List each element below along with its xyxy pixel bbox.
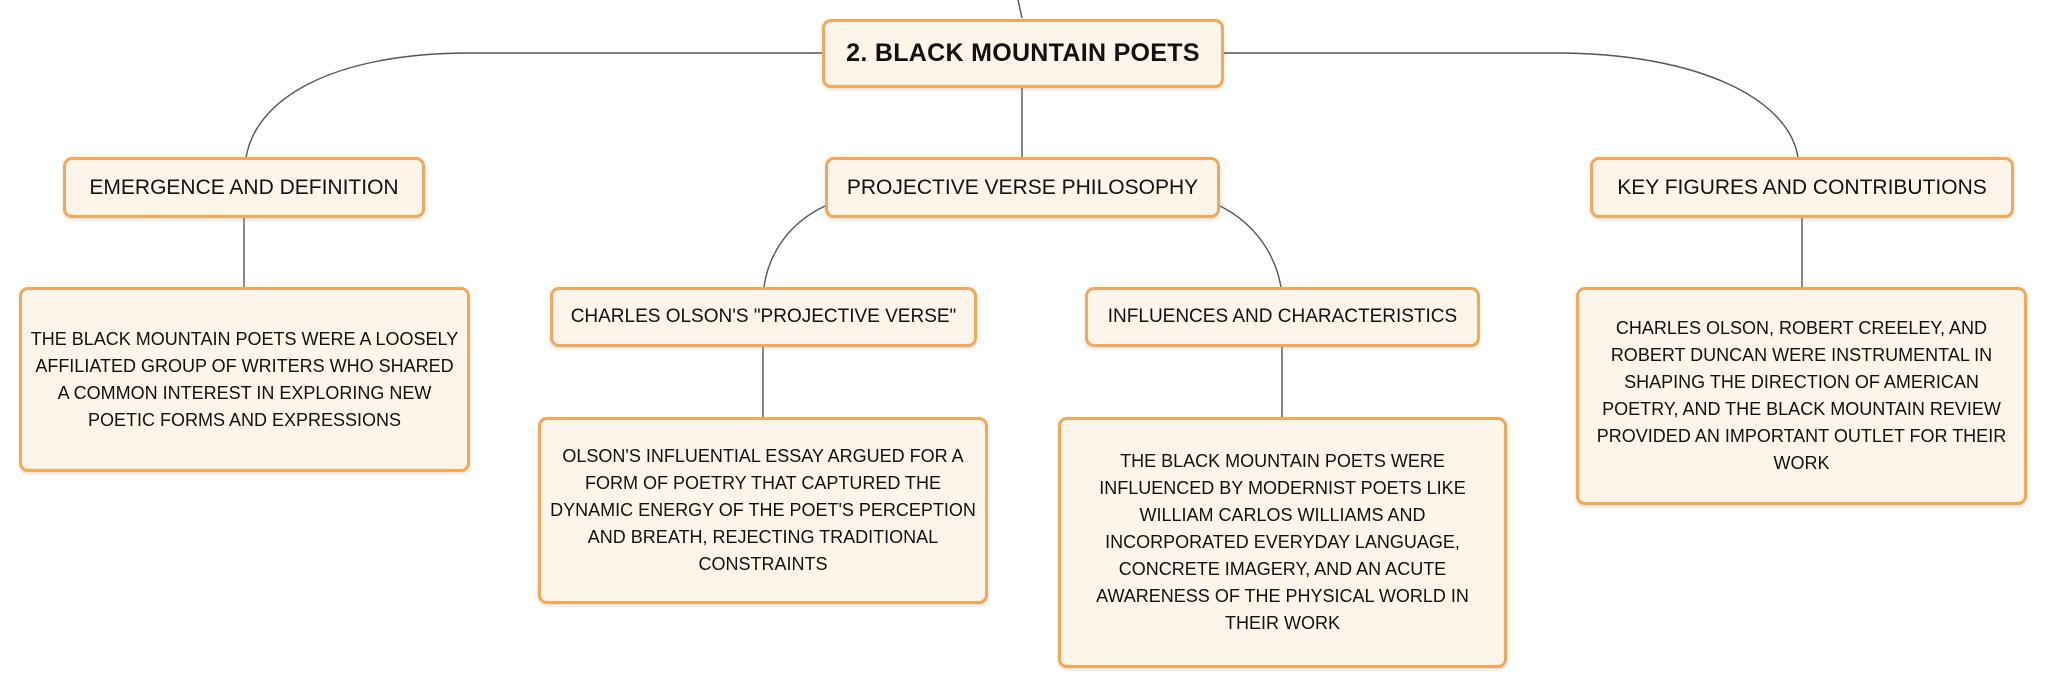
detail-node-influences[interactable]: THE BLACK MOUNTAIN POETS WERE INFLUENCED… (1058, 417, 1507, 668)
connector-root-to-emergence (245, 52, 822, 159)
detail-text-key-figures: CHARLES OLSON, ROBERT CREELEY, AND ROBER… (1596, 318, 2007, 473)
connector-projective-to-olson (763, 205, 826, 288)
detail-node-olson[interactable]: OLSON'S INFLUENTIAL ESSAY ARGUED FOR A F… (538, 417, 988, 604)
topic-node-projective-verse[interactable]: PROJECTIVE VERSE PHILOSOPHY (825, 157, 1220, 218)
detail-node-emergence[interactable]: THE BLACK MOUNTAIN POETS WERE A LOOSELY … (19, 287, 470, 472)
subtopic-label-influences: INFLUENCES AND CHARACTERISTICS (1107, 306, 1458, 327)
connector-projective-to-influences (1219, 205, 1282, 288)
detail-text-olson: OLSON'S INFLUENTIAL ESSAY ARGUED FOR A F… (550, 446, 976, 574)
topic-node-emergence[interactable]: EMERGENCE AND DEFINITION (63, 157, 425, 218)
topic-label-projective-verse: PROJECTIVE VERSE PHILOSOPHY (846, 175, 1199, 199)
subtopic-node-influences[interactable]: INFLUENCES AND CHARACTERISTICS (1085, 287, 1480, 347)
detail-text-influences: THE BLACK MOUNTAIN POETS WERE INFLUENCED… (1096, 451, 1469, 633)
detail-text-emergence: THE BLACK MOUNTAIN POETS WERE A LOOSELY … (30, 328, 459, 430)
root-topic-label: 2. BLACK MOUNTAIN POETS (846, 39, 1200, 67)
root-topic-node[interactable]: 2. BLACK MOUNTAIN POETS (822, 19, 1224, 88)
topic-label-key-figures: KEY FIGURES AND CONTRIBUTIONS (1617, 175, 1987, 199)
connector-parent-to-root (1017, 0, 1023, 19)
subtopic-node-olson[interactable]: CHARLES OLSON'S "PROJECTIVE VERSE" (550, 287, 977, 347)
subtopic-label-olson: CHARLES OLSON'S "PROJECTIVE VERSE" (570, 306, 957, 327)
topic-label-emergence: EMERGENCE AND DEFINITION (89, 175, 399, 199)
detail-node-key-figures[interactable]: CHARLES OLSON, ROBERT CREELEY, AND ROBER… (1576, 287, 2027, 505)
connector-root-to-key-figures (1224, 52, 1799, 159)
topic-node-key-figures[interactable]: KEY FIGURES AND CONTRIBUTIONS (1590, 157, 2014, 218)
